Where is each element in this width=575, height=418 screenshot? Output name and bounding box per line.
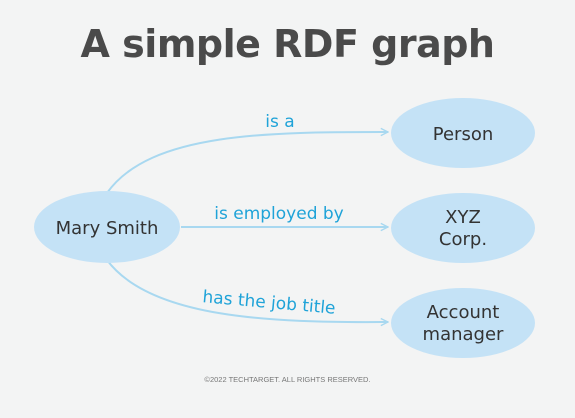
edge-has-job-title [106, 259, 388, 322]
node-label-mary-smith: Mary Smith [56, 218, 159, 239]
node-label-account-line2: manager [423, 324, 505, 345]
node-label-person: Person [433, 124, 494, 145]
edge-label-is-employed-by: is employed by [214, 204, 343, 224]
node-label-xyz-line2: Corp. [439, 229, 487, 250]
node-account-manager: Account manager [391, 288, 535, 358]
edge-label-is-a: is a [265, 112, 294, 132]
edge-is-a [106, 132, 388, 194]
node-label-account-line1: Account [427, 302, 500, 323]
diagram-title: A simple RDF graph [80, 22, 495, 66]
node-label-xyz-line1: XYZ [445, 207, 481, 228]
copyright-footer: ©2022 TECHTARGET. ALL RIGHTS RESERVED. [204, 375, 371, 384]
node-xyz-corp: XYZ Corp. [391, 193, 535, 263]
node-mary-smith: Mary Smith [34, 191, 180, 263]
node-person: Person [391, 98, 535, 168]
